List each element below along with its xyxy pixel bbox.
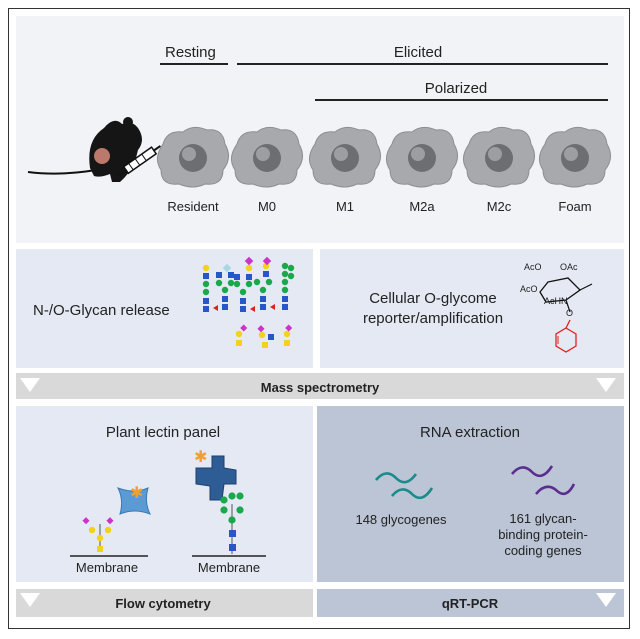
binding-label-1: 161 glycan- [509, 511, 577, 526]
chem-aco-label: AcO [524, 262, 542, 272]
cell-m1-icon [309, 126, 381, 188]
binding-label-2: binding protein- [498, 527, 588, 542]
lectin-1-icon: ✱ [82, 483, 152, 552]
benzyl-glycoside-icon [539, 277, 593, 353]
rna-strands-teal-icon [375, 472, 434, 500]
lectin-2-icon: ✱ [194, 447, 244, 554]
cell-label: M2a [409, 199, 435, 214]
chem-oac-label: OAc [560, 262, 578, 272]
svg-text:✱: ✱ [130, 483, 143, 502]
flow-cytometry-label: Flow cytometry [115, 596, 211, 611]
cell-label: M0 [257, 199, 277, 214]
mass-spec-band [16, 373, 624, 399]
lectin-panel [16, 406, 313, 582]
mouse-icon [27, 117, 161, 182]
glycan-structures-icon [202, 256, 295, 348]
rna-title: RNA extraction [419, 424, 521, 441]
reporter-label-2: reporter/amplification [362, 310, 504, 327]
polarized-label: Polarized [424, 80, 488, 97]
rna-panel [317, 406, 624, 582]
down-arrow-icon [596, 378, 616, 392]
lectin-title: Plant lectin panel [105, 424, 221, 441]
chem-o-label: O [566, 308, 574, 318]
membrane-label: Membrane [197, 560, 261, 575]
cell-label: M1 [335, 199, 355, 214]
cell-m2a-icon [386, 126, 458, 188]
figure-frame [8, 8, 630, 629]
elicited-label: Elicited [393, 44, 443, 61]
cell-foam-icon [539, 126, 611, 188]
cell-m2c-icon [463, 126, 535, 188]
qpcr-label: qRT-PCR [441, 596, 499, 611]
svg-text:✱: ✱ [194, 447, 207, 466]
resting-label: Resting [165, 44, 216, 61]
rna-strands-purple-icon [511, 465, 576, 496]
down-arrow-icon [20, 593, 40, 607]
membrane-label: Membrane [75, 560, 139, 575]
glycan-release-label: N-/O-Glycan release [33, 302, 170, 319]
cell-label: M2c [486, 199, 512, 214]
mass-spec-label: Mass spectrometry [260, 380, 380, 395]
flow-band [16, 589, 313, 617]
qpcr-band [317, 589, 624, 617]
glycogenes-label: 148 glycogenes [355, 512, 447, 527]
binding-label-3: coding genes [504, 543, 582, 558]
reporter-label-1: Cellular O-glycome [369, 290, 497, 307]
down-arrow-icon [20, 378, 40, 392]
cell-m0-icon [231, 126, 303, 188]
cell-resident-icon [157, 126, 229, 188]
chem-achn-label: AcHN [544, 296, 568, 306]
down-arrow-icon [596, 593, 616, 607]
cell-label: Resident [167, 199, 219, 214]
chem-aco-label-2: AcO [520, 284, 538, 294]
cell-label: Foam [558, 199, 592, 214]
